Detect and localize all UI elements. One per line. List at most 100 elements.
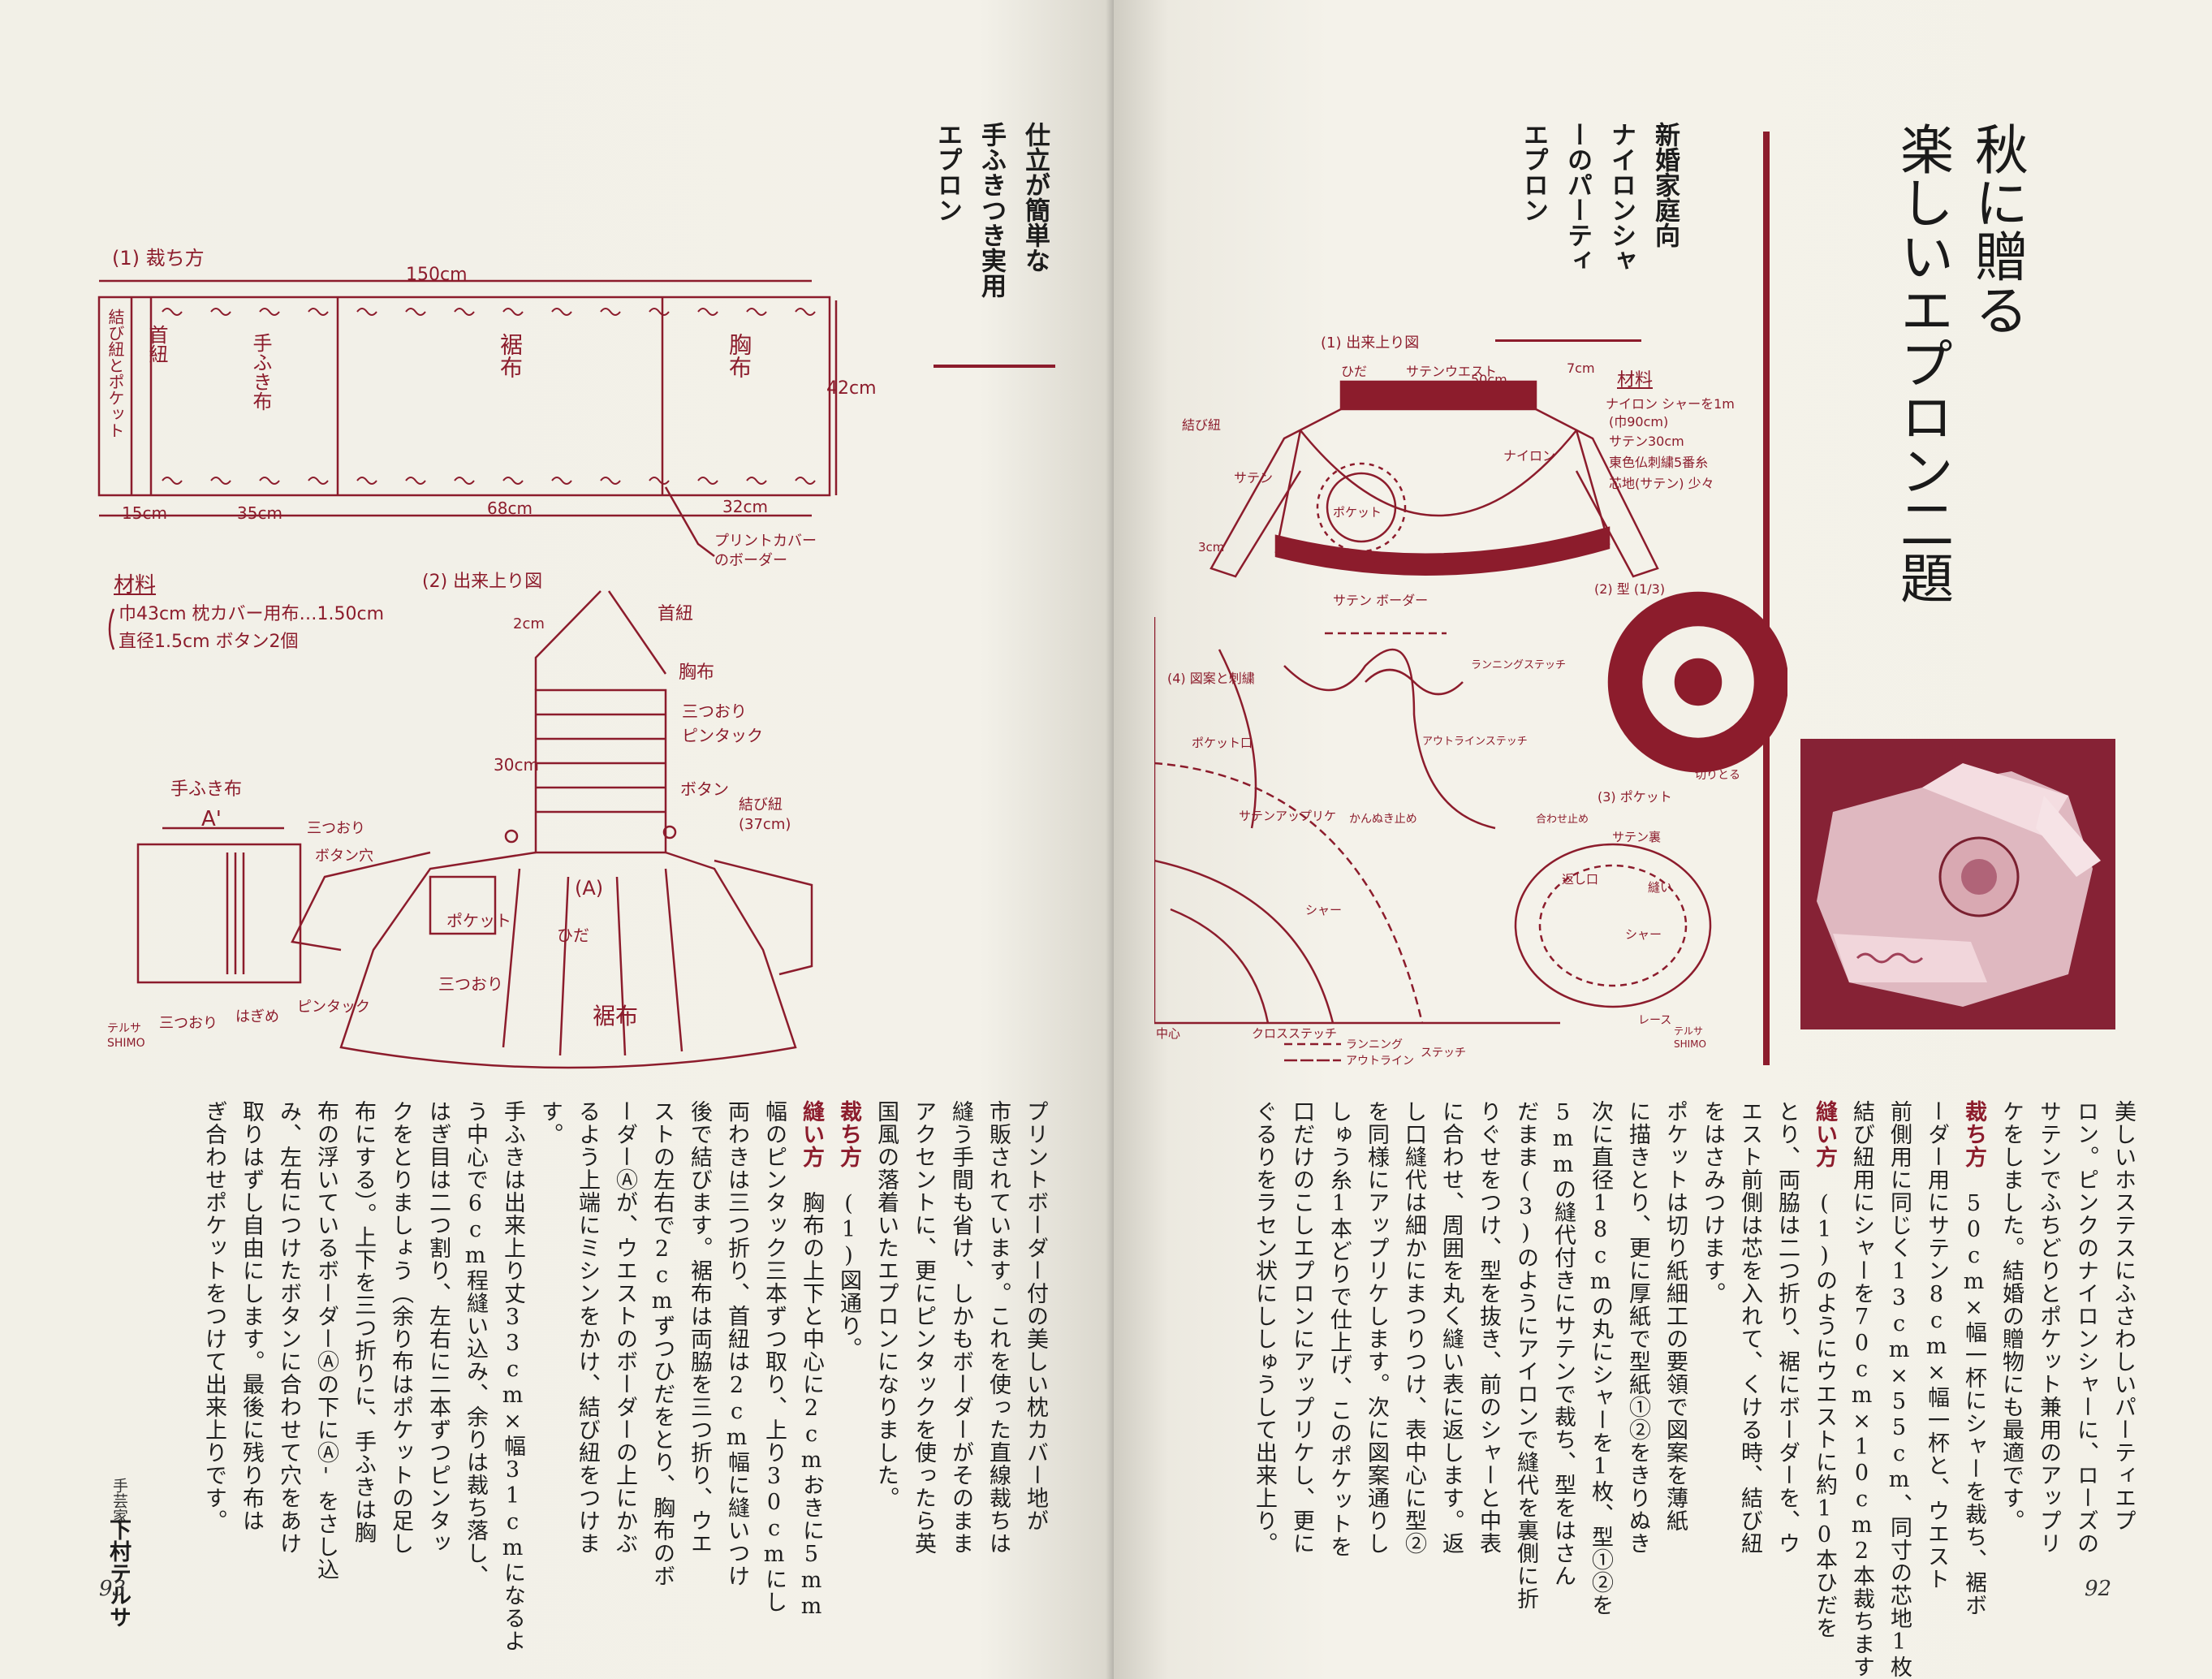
finish-label-tie: 結び紐(37cm): [739, 796, 791, 833]
left-subtitle-rule: [934, 365, 1055, 368]
right-label-nylon: ナイロン: [1503, 448, 1556, 464]
towel-label-fold-bottom: 三つおり: [159, 1015, 218, 1032]
finish-title: (2) 出来上り図: [422, 572, 543, 592]
right-body-col-13: ポケットは切り紙細工の要領で図案を薄紙: [1662, 1100, 1688, 1532]
left-body-col-12: ーダーⒶが、ウエストのボーダーの上にかぶ: [612, 1100, 637, 1555]
towel-mark: A': [201, 807, 222, 831]
stitch-label-bar-tack: かんぬき止め: [1349, 813, 1417, 826]
right-body-col-2: ロン。ピンクのナイロンシャーに、ローズの: [2073, 1100, 2098, 1555]
right-subtitle: 新婚家庭向 ナイロンシャ ーのパーティ エプロン: [1519, 122, 1679, 273]
left-body-col-11: ストの左右で2cmずつひだをとり、胸布のボ: [649, 1100, 675, 1587]
finish-label-a: (A): [575, 877, 604, 900]
right-body-col-14: に描きとり、更に厚紙で型紙①②をきりぬき: [1625, 1100, 1650, 1555]
pocket-label-sheer: シャー: [1625, 927, 1662, 942]
finish-label-neck: 首紐: [658, 604, 694, 624]
towel-label-fold-top: 三つおり: [307, 820, 365, 837]
cut-section-neck-strap: 首紐: [145, 325, 168, 364]
section-heading: 縫い方: [799, 1100, 824, 1168]
left-body-col-13: るよう上端にミシンをかけ、結び紐をつけま: [575, 1100, 600, 1555]
right-materials-line-5: 芯地(サテン) 少々: [1609, 476, 1714, 491]
right-body-col-1: 美しいホステスにふさわしいパーティエプ: [2111, 1100, 2136, 1532]
legend-stitch: ステッチ: [1421, 1047, 1466, 1060]
right-label-10cm: 10cm: [1362, 552, 1396, 567]
title-vertical-rule: [1763, 132, 1770, 1065]
right-body-col-8: 結び紐用にシャーを70cm×10cm2本裁ちます: [1849, 1100, 1874, 1678]
right-pattern-title: (2) 型 (1/3): [1594, 581, 1666, 597]
right-finish-title: (1) 出来上り図: [1321, 335, 1420, 352]
author-role: 手芸家: [110, 1478, 128, 1524]
right-body-col-10: とり、両脇は二つ折り、裾にボーダーを、ウ: [1774, 1100, 1800, 1555]
pocket-label-stop: 合わせ止め: [1536, 814, 1589, 826]
materials-line-1: 巾43cm 枕カバー用布…1.50cm: [119, 604, 385, 624]
right-materials-line-2: (巾90cm): [1609, 414, 1669, 429]
right-body-col-7: 前側用に同じく13cm×55cm、同寸の芯地1枚: [1886, 1100, 1912, 1678]
apron-photo-illustration: [1800, 739, 2115, 1029]
right-label-satin-border: サテン ボーダー: [1333, 593, 1429, 608]
towel-label-buttonhole: ボタン穴: [315, 848, 373, 865]
right-body-col-21: を同様にアップリケします。次に図案通りし: [1364, 1100, 1389, 1555]
left-page: 仕立が簡単な 手ふきつき実用 エプロン: [0, 0, 1114, 1679]
print-border-label: プリントカバーのボーダー: [714, 533, 817, 569]
right-body-col-20: し口縫代は細かにまつりつけ、表中心に型②: [1401, 1100, 1426, 1555]
right-body-col-3: サテンでふちどりとポケット兼用のアップリ: [2036, 1100, 2061, 1555]
towel-label-seam: はぎめ: [235, 1008, 279, 1025]
pocket-label-satin-back: サテン裏: [1612, 830, 1662, 844]
stitch-label-satin-applique: サテンアップリケ: [1239, 809, 1337, 823]
cut-section-skirt: 裾布: [497, 333, 524, 378]
right-body-col-4: ケをしました。結婚の贈物にも最適です。: [1999, 1100, 2024, 1532]
article-title: 秋に贈る 楽しいエプロン二題: [1891, 122, 2029, 604]
author-name: 下村テルサ: [106, 1518, 131, 1628]
right-label-satin-waist: サテンウエスト: [1406, 364, 1498, 379]
left-body-col-4: アクセントに、更にピンタックを使ったら英: [911, 1100, 936, 1555]
stitch-label-cross: クロスステッチ: [1252, 1026, 1338, 1041]
cut-dim-32: 32cm: [722, 497, 768, 516]
finish-label-button: ボタン: [680, 779, 729, 799]
right-body-col-16: 5mmの縫代付きにサテンで裁ち、型をはさん: [1550, 1100, 1576, 1587]
cut-section-bib: 胸布: [726, 333, 752, 378]
right-materials-title: 材料: [1617, 370, 1654, 391]
stitch-label-running: ランニングステッチ: [1471, 659, 1567, 671]
left-body-col-23: ぎ合わせポケットをつけて出来上りです。: [201, 1100, 226, 1532]
right-body-col-17: だまま(3)のようにアイロンで縫代を裏側に折: [1513, 1100, 1538, 1610]
left-body-col-10: 後で結びます。裾布は両脇を三つ折り、ウエ: [687, 1100, 712, 1555]
stitch-label-center: 中心: [1156, 1026, 1181, 1041]
left-body-col-6: 裁ち方 (1)図通り。: [836, 1100, 861, 1360]
cut-dim-35: 35cm: [237, 503, 282, 523]
left-body-col-9: 両わきは三つ折り、首紐は2cm幅に縫いつけ: [724, 1100, 749, 1587]
right-pattern-cut-label: 切りとる: [1695, 769, 1740, 782]
legend-outline: アウトライン: [1346, 1055, 1414, 1068]
left-apron-diagram: [97, 279, 838, 1069]
right-materials-line-4: 東色仏刺繍5番糸: [1609, 455, 1709, 470]
left-body-col-1: プリントボーダー付の美しい枕カバー地が: [1023, 1100, 1048, 1532]
finish-label-bib: 胸布: [679, 663, 715, 683]
left-subtitle: 仕立が簡単な 手ふきつき実用 エプロン: [933, 122, 1050, 298]
left-body-col-19: 布にする）。上下を三つ折りに、手ふきは胸: [351, 1100, 376, 1544]
left-body-col-16: う中心で6cm程縫い込み、余りは裁ち落し、: [463, 1100, 488, 1587]
right-label-pocket: ポケット: [1333, 505, 1382, 520]
right-label-50cm: 50cm: [1471, 372, 1507, 387]
finish-label-skirt: 裾布: [593, 1003, 639, 1029]
left-body-col-2: 市販されています。これを使った直線裁ちは: [985, 1100, 1011, 1555]
finish-label-30cm: 30cm: [494, 755, 539, 775]
pocket-label-sew: 縫い: [1648, 880, 1673, 895]
left-body-col-17: はぎ目は二つ割り、左右に二本ずつピンタッ: [425, 1100, 451, 1555]
pocket-title: (3) ポケット: [1598, 789, 1672, 805]
cut-layout-title: (1) 裁ち方: [112, 247, 205, 270]
left-body-col-3: 縫う手間も省け、しかもボーダーがそのまま: [948, 1100, 973, 1555]
finish-label-pintuck: ピンタック: [682, 726, 763, 745]
left-body-col-7: 縫い方 胸布の上下と中心に2cmおきに5mm: [799, 1100, 824, 1620]
right-label-satin: サテン: [1234, 470, 1274, 486]
right-subtitle-rule: [1495, 339, 1641, 342]
left-body-col-18: クをとりましょう（余り布はポケットの足し: [388, 1100, 413, 1555]
left-body-col-8: 幅のピンタック三本ずつ取り、上り30cmにし: [761, 1100, 787, 1613]
pocket-label-return: 返し口: [1562, 872, 1599, 887]
right-body-col-19: に合わせ、周囲を丸く縫い表に返します。返: [1438, 1100, 1464, 1555]
right-apron-diagram: [1154, 380, 1787, 1062]
right-body-col-12: をはさみつけます。: [1700, 1100, 1725, 1305]
left-body-col-14: す。: [537, 1100, 563, 1146]
stitch-label-pocket-mouth: ポケット口: [1192, 736, 1253, 750]
left-body-col-5: 国風の落着いたエプロンになりました。: [873, 1100, 899, 1509]
embroidery-title: (4) 図案と刺繍: [1167, 671, 1255, 686]
right-body-col-15: 次に直径18cmの丸にシャーを1枚、型①②を: [1588, 1100, 1613, 1616]
section-heading: 裁ち方: [1961, 1100, 1986, 1168]
